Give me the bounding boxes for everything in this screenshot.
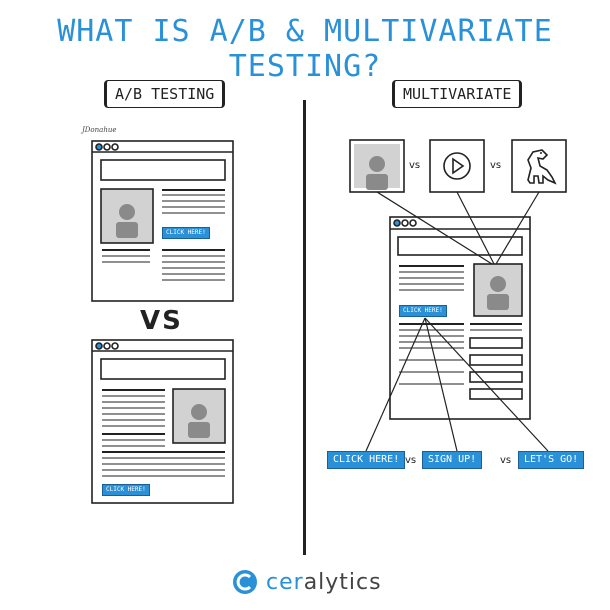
mv-header-bar <box>397 236 523 256</box>
mv-image-vs-2: vs <box>490 160 502 171</box>
mv-cta-option-sign-up[interactable]: SIGN UP! <box>422 451 483 469</box>
header-bar-b <box>100 358 226 380</box>
mv-browser <box>389 216 531 420</box>
play-icon <box>443 152 471 180</box>
header-bar-a <box>100 159 226 181</box>
mv-connectors <box>365 191 549 452</box>
window-dot-icon <box>95 143 103 151</box>
logo-text-part1: cer <box>266 569 304 595</box>
mv-page-cta-button[interactable]: CLICK HERE! <box>399 305 447 317</box>
logo-text-part2: alytics <box>303 569 382 595</box>
ab-cta-button-a[interactable]: CLICK HERE! <box>162 227 210 239</box>
ab-variant-b-browser <box>91 339 234 504</box>
mv-cta-option-lets-go[interactable]: LET'S GO! <box>518 451 585 469</box>
mv-cta-option-click-here[interactable]: CLICK HERE! <box>327 451 406 469</box>
ceralytics-logo-icon <box>233 570 257 594</box>
page-title: WHAT IS A/B & MULTIVARIATE TESTING? <box>57 14 553 84</box>
ab-testing-label: A/B TESTING <box>104 80 226 108</box>
window-dot-icon <box>393 219 401 227</box>
ab-vs-label: VS <box>140 306 183 336</box>
ab-cta-button-b[interactable]: CLICK HERE! <box>102 484 150 496</box>
artist-signature: JDonahue <box>82 126 117 134</box>
mv-image-variants <box>349 139 567 193</box>
ab-variant-a-browser <box>91 140 234 302</box>
window-dot-icon <box>95 342 103 350</box>
dinosaur-icon <box>527 149 557 185</box>
ceralytics-wordmark: ceralytics <box>266 570 382 595</box>
mv-browser-frame <box>389 216 531 420</box>
mv-cta-vs-2: vs <box>500 455 512 466</box>
mv-image-vs-1: vs <box>409 160 421 171</box>
mv-cta-vs-1: vs <box>405 455 417 466</box>
multivariate-label: MULTIVARIATE <box>392 80 523 108</box>
center-divider <box>303 100 306 555</box>
ceralytics-logo: ceralytics <box>232 567 382 597</box>
